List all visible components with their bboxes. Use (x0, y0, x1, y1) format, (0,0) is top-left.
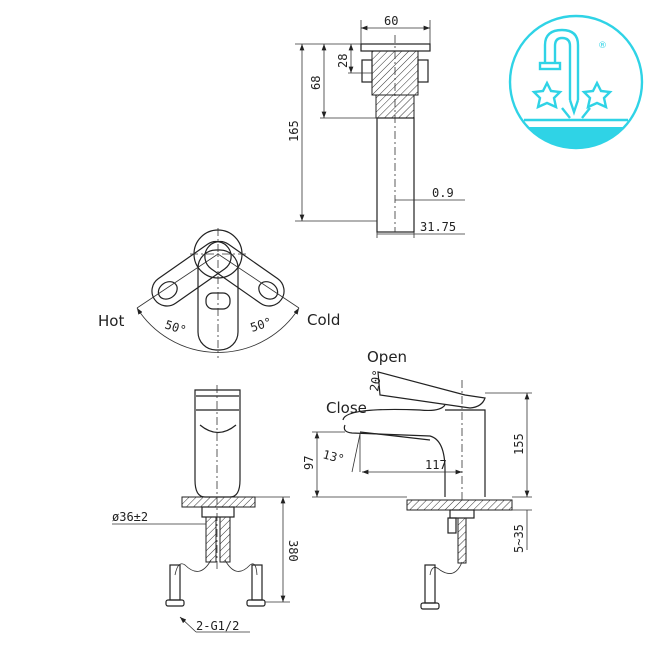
dim-drain-wall: 0.9 (432, 186, 454, 200)
spout-height: 97 (302, 456, 316, 470)
open-angle: 20° (367, 369, 385, 393)
registered-mark: ® (598, 41, 607, 51)
close-label: Close (326, 399, 367, 417)
hot-tap-icon (531, 80, 563, 110)
hole-diameter: ø36±2 (112, 510, 148, 524)
open-label: Open (367, 348, 407, 366)
connection-size: 2-G1/2 (196, 619, 239, 633)
cold-label: Cold (307, 311, 340, 329)
dim-drain-width: 60 (384, 14, 398, 28)
brand-logo: ® (508, 14, 644, 150)
close-angle: 13° (321, 447, 346, 466)
deck-thickness: 5~35 (512, 524, 526, 553)
side-view: Open Close 20° 13° 117 97 155 5~35 (302, 348, 532, 610)
drain-view: 60 165 68 28 0.9 31.75 (287, 14, 465, 238)
cold-tap-icon (581, 80, 613, 110)
hot-angle: 50° (163, 318, 188, 338)
hose-length: 380 (286, 540, 300, 562)
front-view: ø36±2 380 2-G1/2 (112, 385, 300, 633)
faucet-total-height: 155 (512, 433, 526, 455)
spout-reach: 117 (425, 458, 447, 472)
dim-drain-tube-diameter: 31.75 (420, 220, 456, 234)
dim-drain-depth: 28 (336, 54, 350, 68)
dim-drain-body-height: 68 (309, 76, 323, 90)
cold-angle: 50° (249, 315, 274, 335)
handle-top-view: Hot Cold 50° 50° (98, 228, 340, 358)
hot-label: Hot (98, 312, 124, 330)
dim-drain-total-height: 165 (287, 120, 301, 142)
